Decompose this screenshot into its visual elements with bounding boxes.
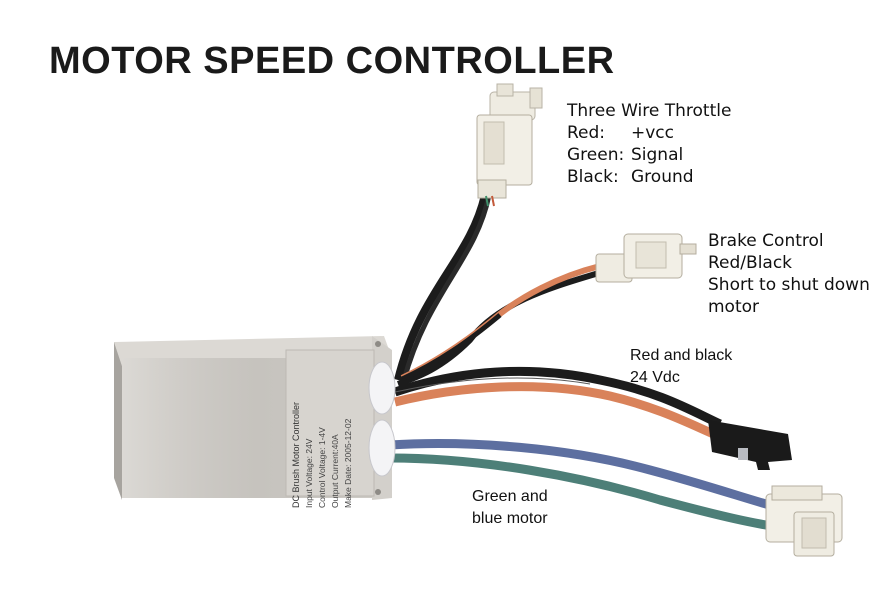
wire-color: Black: — [567, 167, 619, 187]
wire-function: +vcc — [631, 123, 674, 143]
controller-label: DC Brush Motor Controller Input Voltage:… — [290, 354, 372, 508]
wire-color: Green: — [567, 145, 625, 165]
motor-wire — [389, 439, 786, 533]
throttle-wire-row: Black: Ground — [567, 166, 731, 188]
throttle-connector — [476, 83, 543, 207]
throttle-wire-row: Green: Signal — [567, 144, 731, 166]
controller-label-line: Input Voltage: 24V — [304, 438, 314, 508]
controller-label-line: Output Current:40A — [330, 434, 340, 508]
brake-wire — [397, 263, 603, 387]
brake-line: Brake Control — [708, 231, 824, 251]
brake-line: motor — [708, 297, 760, 317]
power-wire — [393, 366, 722, 441]
brake-line: Red/Black — [708, 253, 793, 273]
wire-function: Signal — [631, 145, 684, 165]
controller-label-line: DC Brush Motor Controller — [291, 401, 301, 508]
page-title: MOTOR SPEED CONTROLLER — [49, 40, 615, 82]
power-line: Red and black — [630, 347, 733, 364]
throttle-wire — [394, 194, 492, 381]
wire-color: Red: — [567, 123, 606, 143]
motor-line: Green and — [472, 488, 548, 505]
motor-label: Green and blue motor — [472, 486, 548, 530]
wire-function: Ground — [631, 167, 694, 187]
brake-connector — [595, 233, 697, 283]
controller-box — [114, 336, 396, 500]
power-line: 24 Vdc — [630, 369, 680, 386]
controller-label-line: Control Voltage: 1-4V — [317, 427, 327, 508]
brake-line: Short to shut down — [708, 275, 870, 295]
motor-line: blue motor — [472, 510, 548, 527]
throttle-label: Three Wire Throttle Red: +vcc Green: Sig… — [567, 100, 731, 188]
throttle-wire-row: Red: +vcc — [567, 122, 731, 144]
power-plug — [708, 420, 792, 470]
throttle-heading: Three Wire Throttle — [567, 101, 732, 121]
brake-label: Brake Control Red/Black Short to shut do… — [708, 230, 870, 318]
power-label: Red and black 24 Vdc — [630, 345, 732, 389]
controller-label-line: Make Date: 2005-12-02 — [343, 418, 353, 508]
motor-connector — [765, 485, 843, 557]
